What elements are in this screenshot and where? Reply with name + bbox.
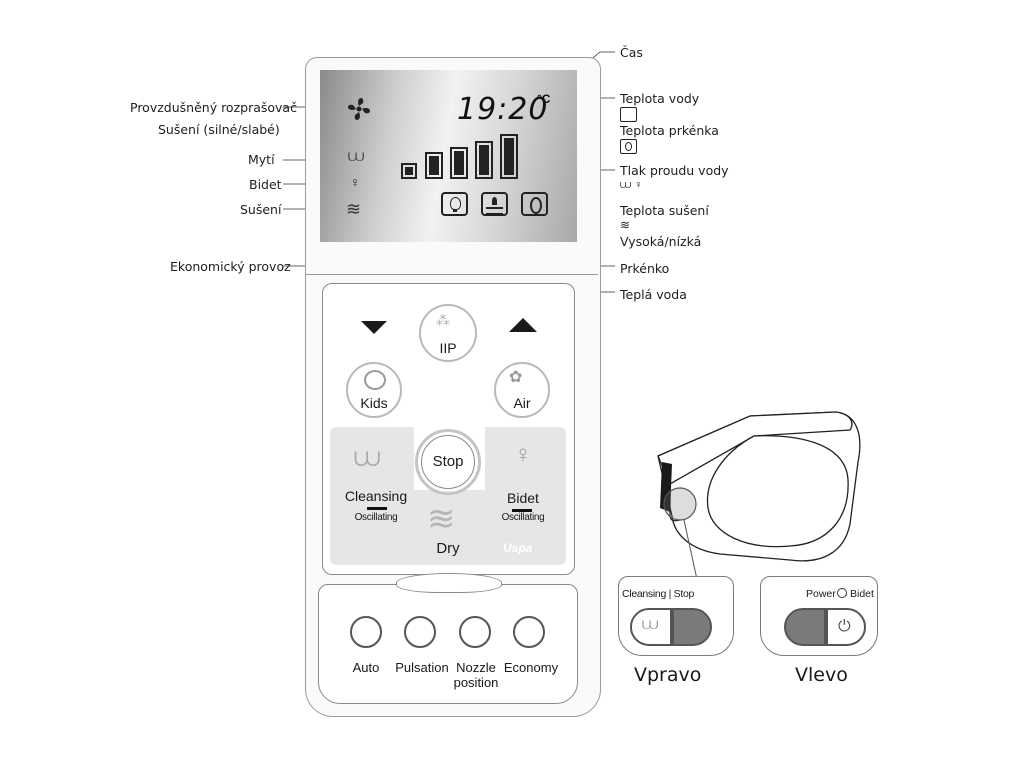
economy-bulb-icon — [441, 192, 468, 216]
fan-icon — [347, 97, 371, 121]
bidet-oscillating-label[interactable]: Oscillating — [501, 512, 545, 523]
warm-water-icon — [481, 192, 508, 216]
pressure-bar-2 — [425, 152, 443, 179]
bidet-figure-icon: ♀ — [514, 441, 532, 468]
bidet-label[interactable]: Bidet — [507, 490, 539, 506]
panel-gray-bottom — [330, 490, 566, 565]
lcd-time: 19:20 — [457, 92, 549, 127]
caption-right: Vpravo — [634, 664, 702, 686]
power-side-button[interactable]: ⏻ — [826, 608, 866, 646]
pressure-bar-1 — [401, 163, 417, 179]
toilet-seat-illustration — [657, 411, 861, 584]
auto-button[interactable] — [350, 616, 382, 648]
pressure-bar-4 — [475, 141, 493, 179]
power-icon: ⏻ — [838, 618, 851, 635]
cleansing-label[interactable]: Cleansing — [344, 488, 408, 504]
washing-icon: ⩊ — [348, 148, 365, 165]
right-panel-title: Cleansing | Stop — [622, 588, 695, 600]
nozzle-position-button[interactable] — [459, 616, 491, 648]
label-economy: Ekonomický provoz — [170, 259, 291, 274]
pulsation-label: Pulsation — [395, 660, 449, 675]
label-dry-temp: Teplota sušení — [620, 203, 709, 218]
kids-label: Kids — [360, 395, 388, 411]
cover-tab[interactable] — [396, 573, 502, 593]
stop-label: Stop — [432, 453, 464, 470]
bidet-side-label: Bidet — [850, 588, 874, 600]
bidet-underline — [512, 509, 532, 512]
label-water-pressure: Tlak proudu vody — [620, 163, 729, 178]
panel-gray-right — [485, 427, 566, 497]
label-drying: Sušení — [240, 202, 282, 217]
iip-label: IIP — [439, 340, 457, 356]
remote-divider — [306, 274, 598, 275]
stop-side-button[interactable] — [672, 608, 712, 646]
cleansing-underline — [367, 507, 387, 510]
arrow-down-button[interactable] — [361, 321, 387, 334]
indicator-dot — [837, 588, 847, 598]
label-drying-level: Sušení (silné/slabé) — [158, 122, 280, 137]
label-washing: Mytí — [248, 152, 275, 167]
seat-temp-icon — [620, 139, 637, 154]
label-high-low: Vysoká/nízká — [620, 234, 702, 249]
seat-icon — [521, 192, 548, 216]
label-seat-temp: Teplota prkénka — [620, 123, 719, 138]
economy-button[interactable] — [513, 616, 545, 648]
cleansing-side-icon: ⩊ — [642, 616, 659, 633]
dry-waves-icon: ≋ — [427, 500, 456, 538]
stop-button-inner — [421, 435, 475, 489]
kid-face-icon — [364, 370, 386, 390]
dry-label[interactable]: Dry — [436, 540, 460, 557]
pulsation-button[interactable] — [404, 616, 436, 648]
washing-bidet-icons: ⩊ ♀ — [620, 179, 643, 191]
caption-left: Vlevo — [795, 664, 848, 686]
economy-label: Economy — [503, 660, 559, 675]
iip-button[interactable] — [419, 304, 477, 362]
bidet-icon: ♀ — [350, 174, 361, 190]
label-water-temp: Teplota vody — [620, 91, 700, 106]
water-temp-icon — [620, 107, 637, 122]
cleansing-icon: ⩊ — [354, 442, 381, 472]
bidet-side-button[interactable] — [784, 608, 826, 646]
spray-icon: ⁂ — [436, 312, 450, 328]
label-seat: Prkénko — [620, 261, 670, 276]
nozzle-label-line1: Nozzle — [456, 660, 496, 675]
label-warm-water: Teplá voda — [620, 287, 687, 302]
pressure-bar-5 — [500, 134, 518, 179]
air-button[interactable] — [494, 362, 550, 418]
drying-icon: ≋ — [346, 199, 362, 219]
cleansing-oscillating-label[interactable]: Oscillating — [354, 512, 398, 523]
nozzle-label-line2: position — [453, 675, 499, 690]
cleansing-side-button[interactable]: ⩊ — [630, 608, 672, 646]
air-label: Air — [513, 395, 531, 411]
pressure-bar-3 — [450, 147, 468, 179]
label-bidet: Bidet — [249, 177, 282, 192]
dry-wave-icon: ≋ — [620, 218, 631, 232]
label-time: Čas — [620, 45, 643, 60]
label-fan: Provzdušněný rozprašovač — [130, 100, 297, 115]
lcd-temp-unit: °C — [537, 92, 551, 106]
brand-logo: Uspa — [503, 541, 533, 555]
power-label: Power — [806, 588, 836, 600]
air-spray-icon: ✿ — [509, 369, 523, 386]
arrow-up-button[interactable] — [509, 318, 537, 332]
auto-label: Auto — [352, 660, 380, 675]
